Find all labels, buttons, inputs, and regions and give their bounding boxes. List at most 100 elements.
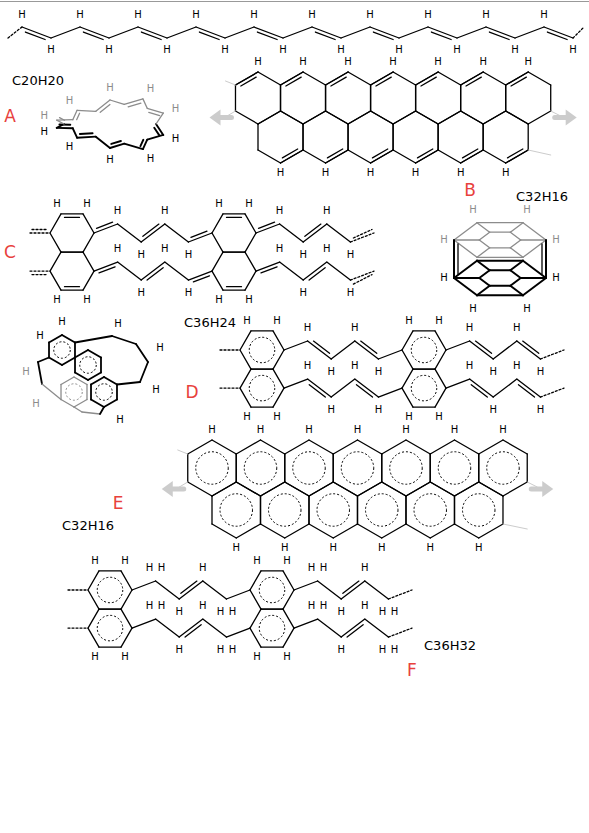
hydrogen-label: H: [216, 645, 226, 655]
aromatic-circle: [411, 375, 437, 401]
bond-line: [73, 110, 77, 119]
aromatic-circle: [293, 452, 325, 484]
hydrogen-label: H: [303, 323, 313, 333]
bond-line: [178, 450, 188, 454]
bond-line: [77, 110, 96, 111]
bond-line: [88, 609, 99, 628]
hydrogen-label: H: [57, 317, 67, 327]
bond-line: [308, 496, 309, 524]
aromatic-circle: [80, 357, 97, 374]
bond-line: [236, 454, 237, 482]
bond-line: [38, 362, 42, 384]
bond-line: [347, 124, 348, 150]
hydrogen-label: H: [115, 415, 125, 425]
bond-line: [284, 454, 285, 482]
bond-line: [309, 385, 325, 397]
hydrogen-label: H: [244, 199, 254, 209]
bond-line: [124, 144, 143, 149]
molecular-formula: C36H24: [183, 316, 237, 329]
bond-line: [378, 388, 402, 397]
bond-line: [523, 223, 546, 240]
hydrogen-label: H: [65, 142, 75, 152]
bond-line: [416, 111, 439, 124]
hydrogen-label: H: [231, 543, 241, 553]
hydrogen-label: H: [322, 244, 332, 254]
hydrogen-label: H: [40, 111, 50, 121]
bond-line: [454, 496, 455, 524]
bond-line: [80, 132, 93, 135]
molecular-formula: C32H16: [61, 519, 115, 532]
hydrogen-label: H: [328, 543, 338, 553]
hydrogen-label: H: [478, 57, 488, 67]
hydrogen-label: H: [249, 10, 259, 20]
hydrogen-label: H: [136, 250, 146, 260]
bond-line: [236, 482, 260, 496]
hydrogen-label: H: [75, 10, 85, 20]
bond-line: [165, 262, 189, 280]
hydrogen-label: H: [82, 295, 92, 305]
hydrogen-label: H: [366, 168, 376, 178]
bond-line: [413, 368, 435, 369]
bond-line: [60, 385, 61, 400]
hydrogen-label: H: [551, 235, 561, 245]
bond-line: [141, 224, 165, 242]
bond-line: [30, 232, 50, 233]
bond-line: [356, 385, 372, 397]
bond-line: [74, 358, 76, 373]
bond-line: [435, 350, 446, 369]
bond-line: [405, 496, 406, 524]
bond-line: [77, 113, 80, 119]
bond-line: [143, 224, 159, 236]
bond-line: [68, 589, 88, 590]
direction-arrow: [162, 481, 173, 497]
hydrogen-label: H: [425, 543, 435, 553]
bond-line: [212, 252, 223, 271]
hydrogen-label: H: [174, 607, 184, 617]
bond-line: [110, 100, 124, 104]
bond-line: [415, 85, 416, 111]
bond-line: [61, 290, 83, 291]
hydrogen-label: H: [46, 45, 56, 55]
bond-line: [502, 496, 503, 524]
bond-line: [331, 341, 355, 359]
bond-line: [147, 135, 163, 140]
aromatic-circle: [487, 452, 519, 484]
bond-line: [413, 330, 435, 331]
bond-line: [399, 27, 428, 38]
bond-line: [86, 385, 87, 400]
bond-line: [65, 217, 80, 218]
bond-line: [83, 32, 103, 39]
bond-line: [371, 111, 394, 124]
bond-line: [109, 27, 138, 38]
bond-line: [165, 224, 189, 242]
bond-line: [479, 482, 503, 496]
bond-line: [506, 150, 529, 163]
bond-line: [506, 111, 529, 124]
hydrogen-label: H: [304, 425, 314, 435]
bond-line: [281, 72, 304, 85]
bond-line: [68, 627, 88, 628]
bond-line: [245, 214, 256, 233]
bond-line: [283, 590, 294, 609]
bond-line: [42, 384, 61, 400]
bond-line: [431, 32, 451, 39]
bond-line: [283, 27, 312, 38]
bond-line: [258, 150, 281, 163]
direction-arrow: [531, 487, 543, 492]
hydrogen-label: H: [307, 10, 317, 20]
bond-line: [280, 224, 304, 242]
bond-line: [365, 581, 389, 599]
aromatic-circle: [390, 452, 422, 484]
bond-line: [49, 358, 62, 366]
bond-line: [325, 85, 326, 111]
aromatic-circle: [259, 615, 285, 641]
bond-line: [490, 247, 511, 248]
hydrogen-label: H: [104, 45, 114, 55]
bond-line: [547, 32, 567, 39]
aromatic-circle: [411, 337, 437, 363]
bond-line: [523, 341, 539, 353]
hydrogen-label: H: [390, 645, 400, 655]
bond-line: [466, 77, 481, 86]
panel-letter: E: [112, 495, 125, 512]
bond-line: [236, 454, 237, 482]
